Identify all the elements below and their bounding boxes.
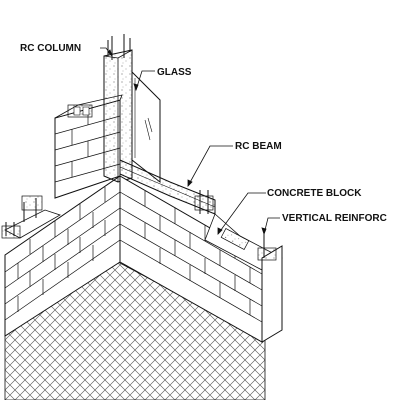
label-vertical-reinforcement: VERTICAL REINFORC bbox=[282, 213, 387, 224]
rc-column bbox=[103, 34, 133, 183]
concrete-block-leader bbox=[217, 192, 266, 235]
label-rc-column: RC COLUMN bbox=[20, 43, 81, 54]
label-concrete-block: CONCRETE BLOCK bbox=[267, 188, 362, 199]
glass-leader bbox=[135, 70, 155, 91]
label-glass: GLASS bbox=[157, 67, 192, 78]
left-wall-coursing bbox=[4, 187, 121, 321]
rc-beam-leader bbox=[187, 145, 233, 187]
vertical-reinforcement-leader bbox=[263, 217, 280, 235]
label-rc-beam: RC BEAM bbox=[235, 141, 282, 152]
